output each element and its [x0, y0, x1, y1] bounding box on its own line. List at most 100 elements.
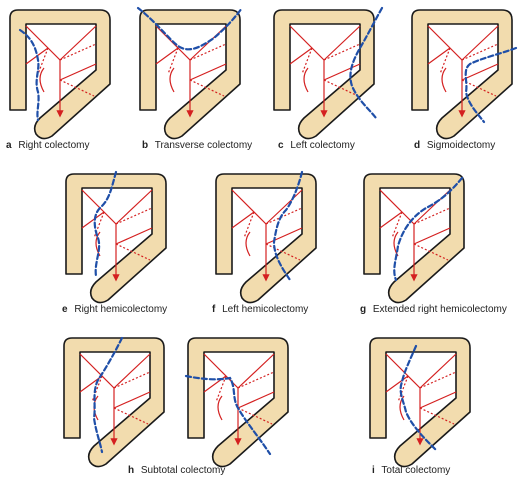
- artery-branch: [167, 47, 179, 75]
- artery-line: [323, 63, 361, 81]
- resection-line: [184, 374, 272, 456]
- resection-line: [464, 46, 518, 124]
- artery-branch: [419, 371, 457, 389]
- arteries: [203, 353, 275, 446]
- colon-diagram-g: [363, 173, 465, 304]
- artery-branch: [323, 43, 361, 61]
- caption-d-text: Sigmoidectomy: [427, 140, 495, 151]
- caption-e-text: Right hemicolectomy: [74, 304, 167, 315]
- caption-b: b Transverse colectomy: [142, 140, 252, 151]
- colon-outline: [187, 337, 289, 468]
- arteries: [231, 189, 303, 282]
- resection-line: [92, 336, 124, 454]
- artery-branch: [397, 375, 409, 403]
- artery-line: [323, 25, 361, 61]
- arteries: [25, 25, 97, 118]
- artery-line: [237, 353, 275, 389]
- artery-branch: [413, 207, 451, 225]
- arteries: [81, 189, 153, 282]
- artery-branch: [391, 211, 403, 239]
- artery-line: [231, 211, 255, 229]
- diagrams-layer: [9, 6, 518, 468]
- artery-line: [385, 375, 409, 393]
- caption-c-text: Left colectomy: [290, 140, 354, 151]
- caption-g-letter: g: [360, 304, 366, 315]
- resection-line: [136, 6, 244, 51]
- artery-line: [461, 25, 499, 61]
- colon-diagram-e: [65, 170, 167, 304]
- artery-branch: [237, 371, 275, 389]
- colon-outline: [273, 9, 375, 140]
- artery-line: [81, 211, 105, 229]
- artery-line: [169, 67, 175, 93]
- colon-diagram-h1: [63, 336, 165, 468]
- colon-diagram-i: [369, 337, 471, 468]
- colon-diagram-d: [411, 9, 518, 140]
- resection-line: [272, 170, 304, 282]
- colon-outline: [63, 337, 165, 468]
- caption-e-letter: e: [62, 304, 68, 315]
- caption-d-letter: d: [414, 140, 420, 151]
- colon-outline: [369, 337, 471, 468]
- caption-h-letter: h: [128, 465, 134, 476]
- arteries: [289, 25, 361, 118]
- artery-line: [189, 25, 227, 61]
- artery-line: [59, 25, 97, 61]
- caption-a: a Right colectomy: [6, 140, 89, 151]
- artery-line: [25, 25, 61, 61]
- colon-outline: [65, 173, 167, 304]
- artery-line: [289, 25, 325, 61]
- caption-a-text: Right colectomy: [18, 140, 89, 151]
- artery-line: [81, 189, 117, 225]
- artery-line: [217, 395, 223, 421]
- artery-line: [385, 353, 421, 389]
- caption-a-letter: a: [6, 140, 12, 151]
- artery-line: [399, 395, 405, 421]
- caption-f: f Left hemicolectomy: [212, 304, 308, 315]
- artery-branch: [113, 371, 151, 389]
- artery-line: [427, 25, 463, 61]
- colon-diagram-c: [273, 6, 384, 140]
- caption-b-letter: b: [142, 140, 148, 151]
- artery-line: [379, 189, 415, 225]
- colon-outline: [215, 173, 317, 304]
- artery-line: [441, 67, 447, 93]
- colon-diagram-h2: [184, 337, 289, 468]
- caption-e: e Right hemicolectomy: [62, 304, 167, 315]
- artery-branch: [461, 43, 499, 61]
- artery-line: [189, 63, 227, 81]
- artery-line: [237, 391, 275, 409]
- artery-line: [427, 47, 451, 65]
- artery-line: [379, 211, 403, 229]
- colon-diagram-f: [215, 170, 317, 304]
- colon-outline: [363, 173, 465, 304]
- colon-outline: [411, 9, 513, 140]
- caption-h: h Subtotal colectomy: [128, 465, 225, 476]
- caption-c: c Left colectomy: [278, 140, 355, 151]
- artery-line: [245, 231, 251, 257]
- artery-line: [265, 227, 303, 245]
- colon-diagram-b: [136, 6, 244, 140]
- arteries: [79, 353, 151, 446]
- artery-line: [303, 67, 309, 93]
- colon-outline: [9, 9, 111, 140]
- colon-outline: [139, 9, 241, 140]
- caption-d: d Sigmoidectomy: [414, 140, 495, 151]
- artery-line: [419, 353, 457, 389]
- artery-branch: [301, 47, 313, 75]
- caption-i-text: Total colectomy: [381, 465, 450, 476]
- resection-line: [93, 170, 118, 278]
- artery-line: [289, 47, 313, 65]
- arteries: [385, 353, 457, 446]
- resection-line: [349, 6, 384, 120]
- artery-branch: [59, 43, 97, 61]
- artery-branch: [93, 211, 105, 239]
- arteries: [427, 25, 499, 118]
- artery-line: [413, 227, 451, 245]
- artery-branch: [189, 43, 227, 61]
- artery-line: [115, 227, 153, 245]
- artery-line: [59, 63, 97, 81]
- artery-line: [419, 391, 457, 409]
- artery-line: [39, 67, 45, 93]
